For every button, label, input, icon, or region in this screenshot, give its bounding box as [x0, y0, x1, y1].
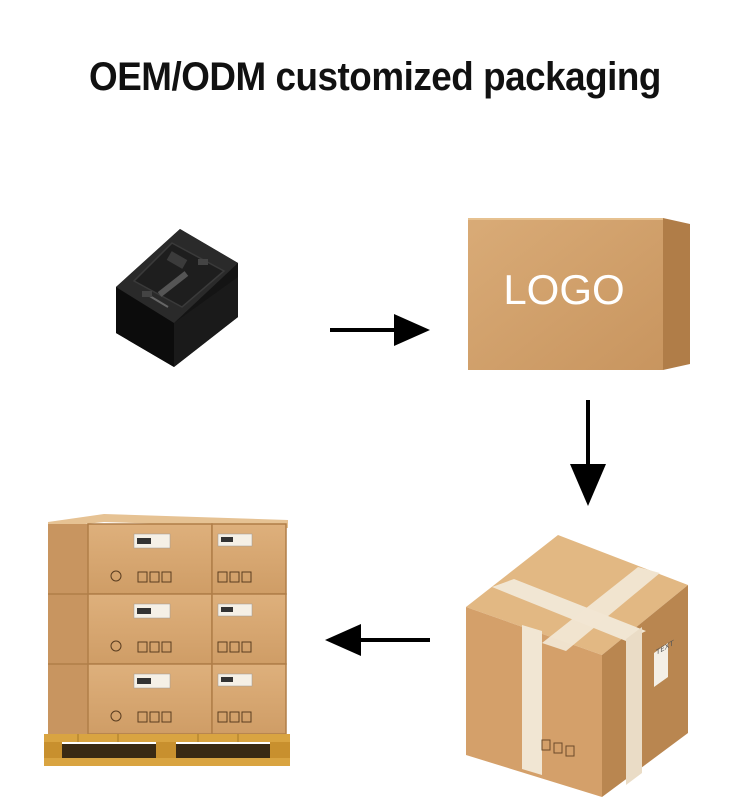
arrow-right-icon [330, 314, 430, 346]
logo-box: LOGO [468, 218, 690, 370]
shipping-box-icon: TEXT [466, 535, 688, 797]
arrow-down-icon [570, 400, 606, 506]
arrow-left-icon [325, 624, 430, 656]
device-icon [116, 229, 238, 367]
page-title: OEM/ODM customized packaging [89, 55, 661, 99]
pallet-icon [44, 514, 290, 766]
logo-label: LOGO [503, 266, 625, 313]
